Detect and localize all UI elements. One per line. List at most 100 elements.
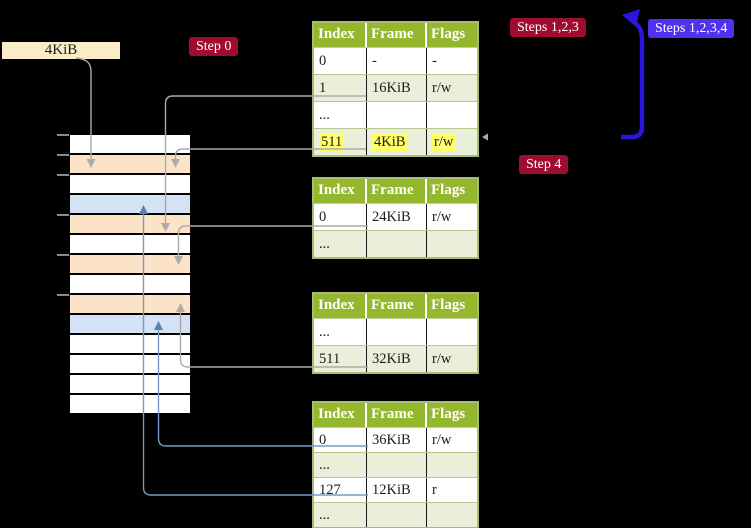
table-cell: ... — [314, 231, 367, 257]
arrowhead-left-icon — [482, 133, 488, 141]
table-cell: - — [367, 48, 427, 74]
steps123-badge: Steps 1,2,3 — [510, 18, 586, 37]
cell-value: 1 — [319, 79, 327, 96]
memory-boundary-tick — [57, 294, 69, 296]
memory-boundary-tick — [57, 254, 69, 256]
column-header: Frame — [367, 23, 427, 47]
cell-value: ... — [319, 506, 330, 523]
table-row: ... — [314, 318, 477, 345]
column-header: Index — [314, 179, 367, 203]
memory-frame-row-white — [70, 395, 190, 413]
memory-frame-row-white — [70, 355, 190, 373]
table-cell: ... — [314, 453, 367, 477]
memory-column — [70, 135, 190, 415]
cell-value: ... — [319, 106, 330, 123]
table-cell: r/w — [427, 346, 477, 372]
table-row: 1 16KiB r/w — [314, 74, 477, 101]
table-cell: r/w — [427, 428, 477, 452]
table-cell: r/w — [427, 75, 477, 101]
step0-badge: Step 0 — [189, 37, 239, 56]
memory-boundary-tick — [57, 174, 69, 176]
cell-value: 32KiB — [372, 350, 411, 367]
table-row: 511 32KiB r/w — [314, 345, 477, 372]
memory-frame-row-white — [70, 235, 190, 253]
memory-frame-row-orange — [70, 255, 190, 273]
table-row: ... — [314, 452, 477, 477]
highlighted-value: 4KiB — [372, 133, 408, 151]
table-cell: 36KiB — [367, 428, 427, 452]
column-header: Flags — [431, 182, 466, 198]
memory-frame-row-white — [70, 335, 190, 353]
table-cell: 511 — [314, 129, 367, 155]
cell-value: 0 — [319, 208, 327, 225]
cell-value: r/w — [432, 79, 452, 96]
table-cell: 127 — [314, 478, 367, 502]
cell-value: ... — [319, 323, 330, 340]
table-cell: 0 — [314, 204, 367, 230]
table-cell: ... — [314, 319, 367, 345]
cell-value: r/w — [432, 350, 452, 367]
memory-frame-row-blue — [70, 195, 190, 213]
arrowhead-upleft-icon — [622, 9, 640, 27]
table-cell — [367, 231, 427, 257]
memory-frame-row-white — [70, 175, 190, 193]
table-cell: 0 — [314, 48, 367, 74]
table-row: ... — [314, 230, 477, 257]
memory-frame-row-orange — [70, 215, 190, 233]
table-cell: 24KiB — [367, 204, 427, 230]
page-size-label: 4KiB — [2, 42, 120, 59]
column-header: Index — [314, 23, 367, 47]
memory-frame-row-orange — [70, 155, 190, 173]
table-cell: r/w — [427, 129, 477, 155]
cell-value: 0 — [319, 431, 327, 448]
cell-value: - — [372, 52, 377, 69]
memory-frame-row-white — [70, 275, 190, 293]
table-cell — [367, 319, 427, 345]
table-cell: 32KiB — [367, 346, 427, 372]
cell-value: 24KiB — [372, 208, 411, 225]
memory-boundary-tick — [57, 214, 69, 216]
column-header: Frame — [367, 294, 427, 318]
cell-value: r/w — [432, 208, 452, 225]
column-header: Flags — [431, 26, 466, 42]
cell-value: 127 — [319, 481, 341, 498]
table-cell — [427, 453, 477, 477]
highlighted-value: 511 — [319, 133, 345, 151]
column-header: Index — [314, 294, 367, 318]
column-header: Index — [314, 403, 367, 427]
table-cell: ... — [314, 102, 367, 128]
table-cell — [427, 102, 477, 128]
column-header: Flags — [431, 406, 466, 422]
memory-frame-row-blue — [70, 315, 190, 333]
cell-value: ... — [319, 456, 330, 473]
table-cell: 1 — [314, 75, 367, 101]
memory-boundary-tick — [57, 154, 69, 156]
table-cell — [367, 453, 427, 477]
table-cell: 16KiB — [367, 75, 427, 101]
table-cell: r/w — [427, 204, 477, 230]
cell-value: 511 — [319, 350, 341, 367]
cell-value: ... — [319, 235, 330, 252]
memory-frame-row-orange — [70, 295, 190, 313]
table-cell: 511 — [314, 346, 367, 372]
table-cell: ... — [314, 503, 367, 527]
cell-value: 16KiB — [372, 79, 411, 96]
table-row: 0 24KiB r/w — [314, 203, 477, 230]
memory-frame-row-white — [70, 375, 190, 393]
table-cell — [427, 503, 477, 527]
table-cell: 4KiB — [367, 129, 427, 155]
cell-value: r/w — [432, 431, 452, 448]
highlighted-value: r/w — [432, 133, 456, 151]
table-cell — [367, 102, 427, 128]
table-cell: 0 — [314, 428, 367, 452]
step4-badge: Step 4 — [519, 155, 569, 174]
table-row: ... — [314, 502, 477, 527]
loop-arrow — [621, 22, 645, 140]
steps1234-badge: Steps 1,2,3,4 — [648, 19, 735, 38]
table-row: 0-- — [314, 47, 477, 74]
